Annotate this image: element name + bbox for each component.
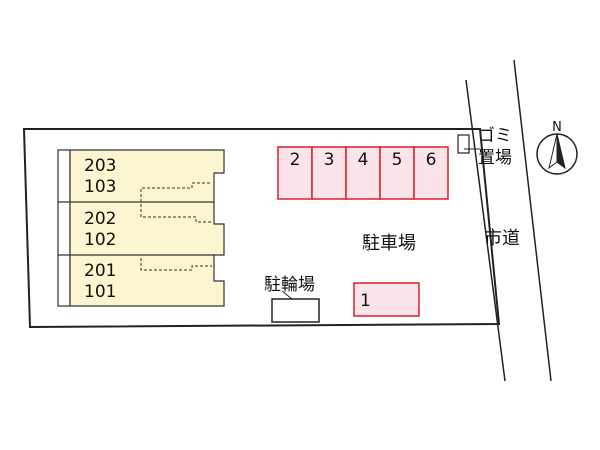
unit-label-101: 101 xyxy=(84,282,116,302)
parking-row xyxy=(277,146,449,200)
road-edge-left xyxy=(465,79,506,382)
dashed-paths xyxy=(140,182,212,271)
parking-label: 駐車場 xyxy=(362,233,416,254)
north-arrow xyxy=(536,133,578,175)
road-label: 市道 xyxy=(484,228,520,249)
garbage-box xyxy=(457,134,470,154)
bicycle-pointer xyxy=(281,290,293,300)
parking-space-6 xyxy=(413,146,449,200)
garbage-label-line1: ゴミ xyxy=(478,125,512,146)
building-body xyxy=(69,149,225,307)
parking-number-1: 1 xyxy=(360,291,371,311)
building xyxy=(57,149,225,307)
parking-space-4 xyxy=(345,146,381,200)
unit-label-203: 203 xyxy=(84,156,116,176)
bicycle-parking-label: 駐輪場 xyxy=(264,275,315,295)
unit-label-202: 202 xyxy=(84,209,116,229)
parking-space-5 xyxy=(379,146,415,200)
parking-number-5: 5 xyxy=(392,150,403,170)
garbage-label-line2: 置場 xyxy=(478,148,512,168)
parking-space-3 xyxy=(311,146,347,200)
north-arrow-right-half xyxy=(556,133,566,170)
bicycle-parking-shed xyxy=(271,298,320,323)
parking-number-3: 3 xyxy=(324,150,335,170)
parking-number-4: 4 xyxy=(358,150,369,170)
unit-label-102: 102 xyxy=(84,230,116,250)
road-edge-right xyxy=(513,59,552,382)
parking-number-2: 2 xyxy=(290,150,301,170)
unit-label-103: 103 xyxy=(84,177,116,197)
building-left-wall xyxy=(57,149,71,307)
parking-space-1 xyxy=(353,282,420,317)
unit-label-201: 201 xyxy=(84,261,116,281)
parking-number-6: 6 xyxy=(426,150,437,170)
north-label: N xyxy=(552,120,562,135)
